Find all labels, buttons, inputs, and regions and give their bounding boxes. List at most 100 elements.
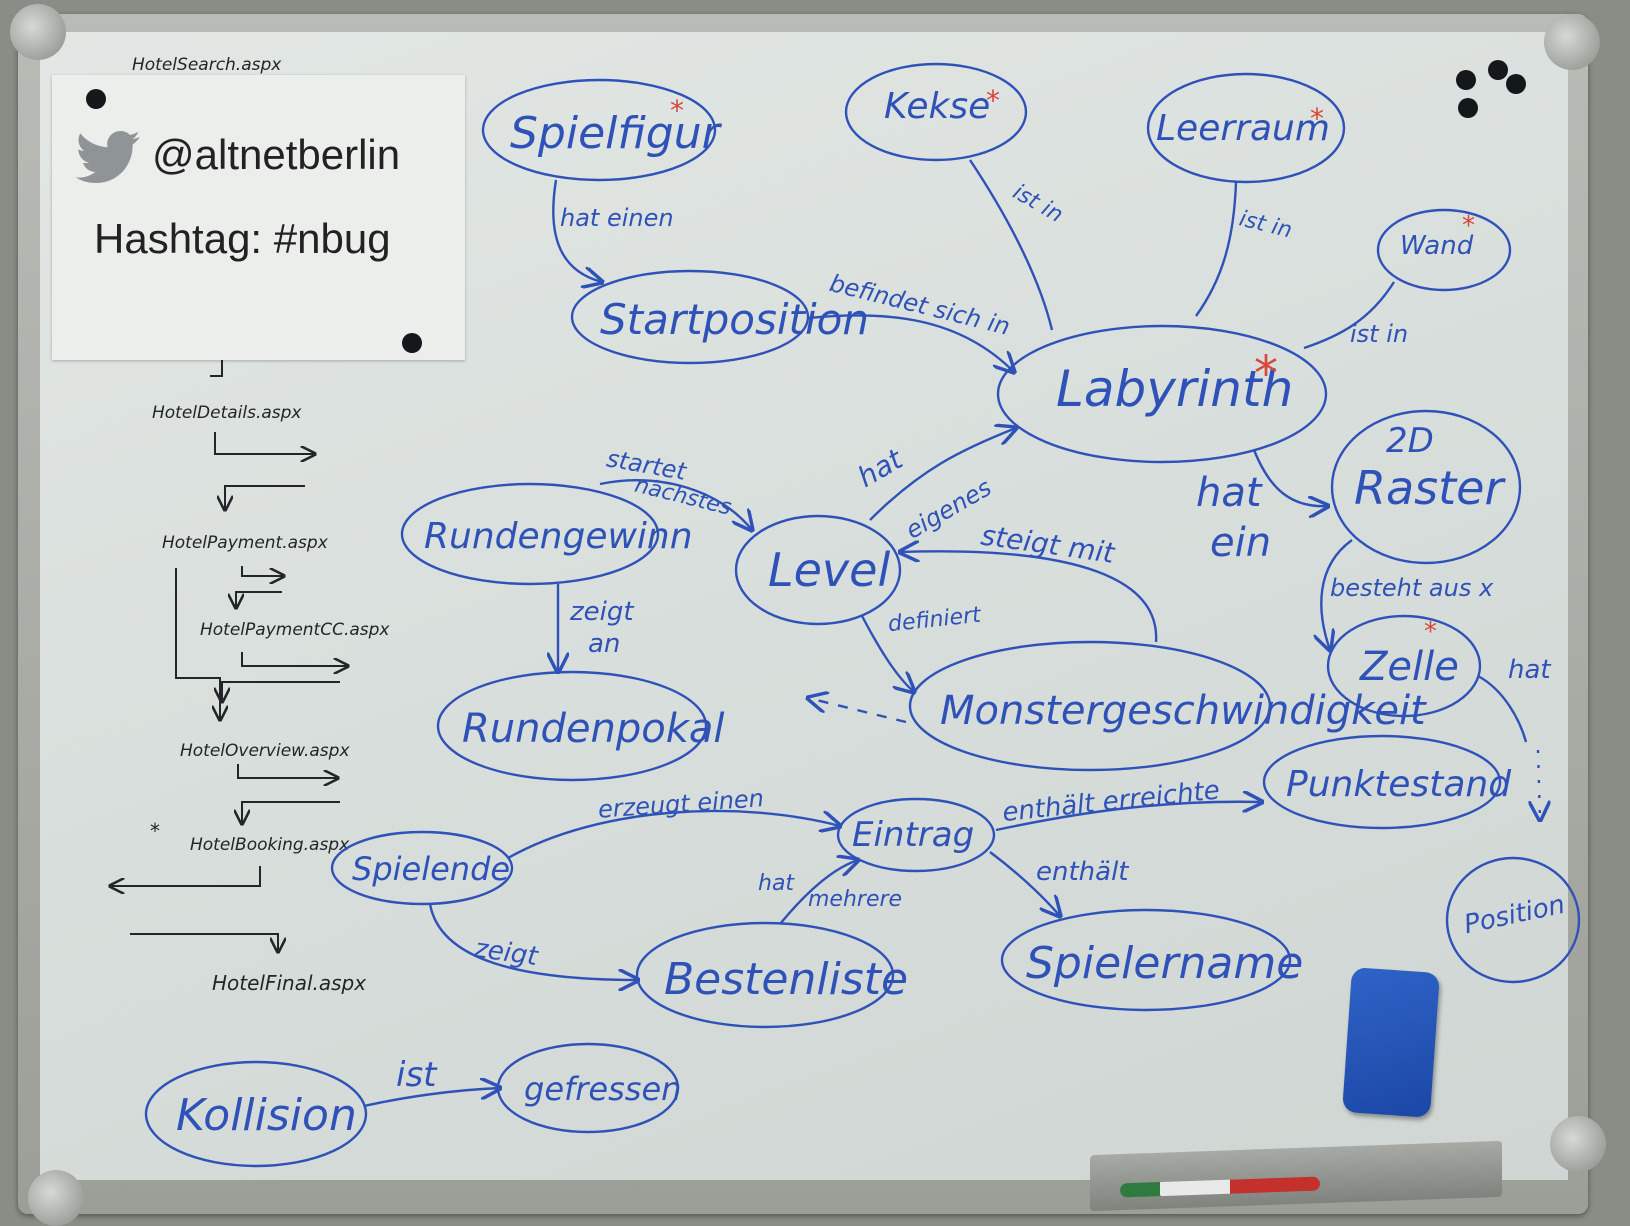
edge-zelle-position — [1477, 674, 1528, 743]
node-spielername — [1000, 908, 1292, 1012]
star-leerraum: * — [1310, 102, 1324, 135]
label-spielfigur: Spielfigur — [510, 108, 723, 159]
edge-label: ist — [396, 1055, 438, 1095]
paper-sheet: @altnetberlin Hashtag: #nbug — [52, 75, 465, 360]
magnet — [86, 89, 106, 109]
label-zelle: Zelle — [1359, 644, 1459, 690]
mind-map — [144, 62, 1581, 1168]
flow-item: HotelOverview.aspx — [180, 741, 350, 761]
edge-kollision-gefressen — [363, 1088, 500, 1108]
flow-item: HotelSearch.aspx — [132, 55, 282, 75]
edge-label: mehrere — [808, 887, 902, 912]
magnet — [1456, 70, 1476, 90]
flow-item: HotelDetails.aspx — [152, 403, 302, 423]
edge-eintrag-spielername — [989, 851, 1060, 916]
label-punktestand: Punktestand — [1286, 764, 1512, 805]
label-level: Level — [768, 543, 890, 597]
twitter-handle: @altnetberlin — [152, 131, 401, 178]
edge-label: hat — [758, 871, 795, 896]
frame-corner-bottom-left — [28, 1170, 84, 1226]
node-kollision — [144, 1060, 368, 1168]
edge-level-monster — [860, 615, 914, 692]
node-position — [1445, 856, 1581, 984]
node-kekse — [844, 62, 1028, 162]
edge-level-labyrinth — [869, 428, 1016, 521]
edge-eintrag-punktestand — [995, 802, 1262, 832]
edge-label: enthält — [1036, 857, 1129, 887]
label-startposition: Startposition — [600, 295, 869, 344]
page-flow-sketch: HotelSearch.aspx HotelDetails.aspx Hotel… — [110, 55, 390, 995]
star-zelle: * — [1424, 617, 1437, 647]
magnet — [1458, 98, 1478, 118]
edge-leerraum-labyrinth — [1195, 181, 1238, 317]
edge-label: hat — [1508, 655, 1551, 685]
edge-label: zeigt — [569, 597, 634, 627]
edge-wand-labyrinth — [1303, 281, 1396, 350]
label-rundenpokal: Rundenpokal — [462, 706, 725, 752]
edge-label: ist in — [1350, 320, 1408, 348]
edge-label: besteht aus x — [1330, 574, 1494, 602]
node-rundenpokal — [436, 670, 708, 782]
flow-marker: * — [150, 819, 160, 843]
frame-corner-bottom-right — [1550, 1116, 1606, 1172]
label-gefressen: gefressen — [524, 1070, 681, 1108]
edge-spielende-eintrag — [507, 809, 840, 860]
edge-rundengewinn-level — [599, 479, 752, 530]
magnet — [1488, 60, 1508, 80]
star-wand: * — [1462, 211, 1475, 241]
edge-label: zeigt — [471, 933, 540, 972]
frame-corner-top-left — [10, 4, 66, 60]
node-labels: Spielfigur Kekse Leerraum Wand Startposi… — [176, 86, 1568, 1141]
node-wand — [1376, 208, 1512, 292]
node-spielende — [330, 830, 514, 906]
node-labyrinth — [996, 324, 1328, 464]
edge-monster-level — [900, 551, 1158, 643]
label-labyrinth: Labyrinth — [1056, 360, 1293, 418]
edge-spielende-bestenliste — [428, 903, 638, 980]
edge-spielfigur-startposition — [552, 179, 602, 282]
node-leerraum — [1146, 72, 1346, 184]
label-wand: Wand — [1400, 231, 1474, 261]
edge-label: hat — [1196, 470, 1263, 516]
node-eintrag — [836, 797, 996, 873]
label-spielername: Spielername — [1026, 938, 1303, 989]
edge-monster-dashed — [808, 698, 907, 724]
flow-item: HotelFinal.aspx — [212, 971, 366, 995]
edge-startposition-labyrinth — [807, 314, 1014, 372]
star-kekse: * — [986, 84, 1000, 117]
edge-kekse-labyrinth — [969, 159, 1054, 331]
node-raster — [1330, 409, 1522, 565]
edge-label: ein — [1210, 520, 1271, 566]
node-level — [734, 514, 902, 626]
twitter-bird-icon — [76, 131, 140, 183]
edge-label: definiert — [887, 603, 983, 638]
star-spielfigur: * — [670, 94, 684, 127]
edge-bestenliste-eintrag — [779, 860, 858, 925]
label-position: Position — [1461, 890, 1567, 941]
node-punktestand — [1262, 734, 1502, 830]
edge-label: an — [588, 629, 620, 659]
label-raster-bottom: Raster — [1354, 461, 1506, 515]
magnet — [1506, 74, 1526, 94]
edge-label: ist in — [1008, 180, 1067, 228]
label-monstergeschwindigkeit: Monstergeschwindigkeit — [940, 688, 1427, 734]
label-leerraum: Leerraum — [1156, 108, 1330, 149]
magnet — [402, 333, 422, 353]
node-rundengewinn — [400, 482, 660, 586]
edge-labels: hat einen ist in ist in ist in befindet … — [396, 180, 1551, 1095]
edge-zelle-position-dotted — [1538, 749, 1540, 820]
edge-label: steigt mit — [979, 518, 1118, 570]
node-monstergeschwindigkeit — [908, 640, 1272, 772]
label-kekse: Kekse — [884, 86, 990, 127]
star-labyrinth: * — [1254, 346, 1278, 402]
node-zelle — [1326, 614, 1482, 718]
label-raster-top: 2D — [1386, 421, 1434, 461]
label-eintrag: Eintrag — [852, 815, 974, 855]
edge-label: enthält erreichte — [1001, 775, 1221, 828]
hashtag-text: Hashtag: #nbug — [94, 215, 391, 262]
label-spielende: Spielende — [352, 850, 510, 888]
frame-corner-top-right — [1544, 14, 1600, 70]
label-bestenliste: Bestenliste — [664, 954, 908, 1005]
red-stars: * * * * * * — [670, 84, 1475, 647]
